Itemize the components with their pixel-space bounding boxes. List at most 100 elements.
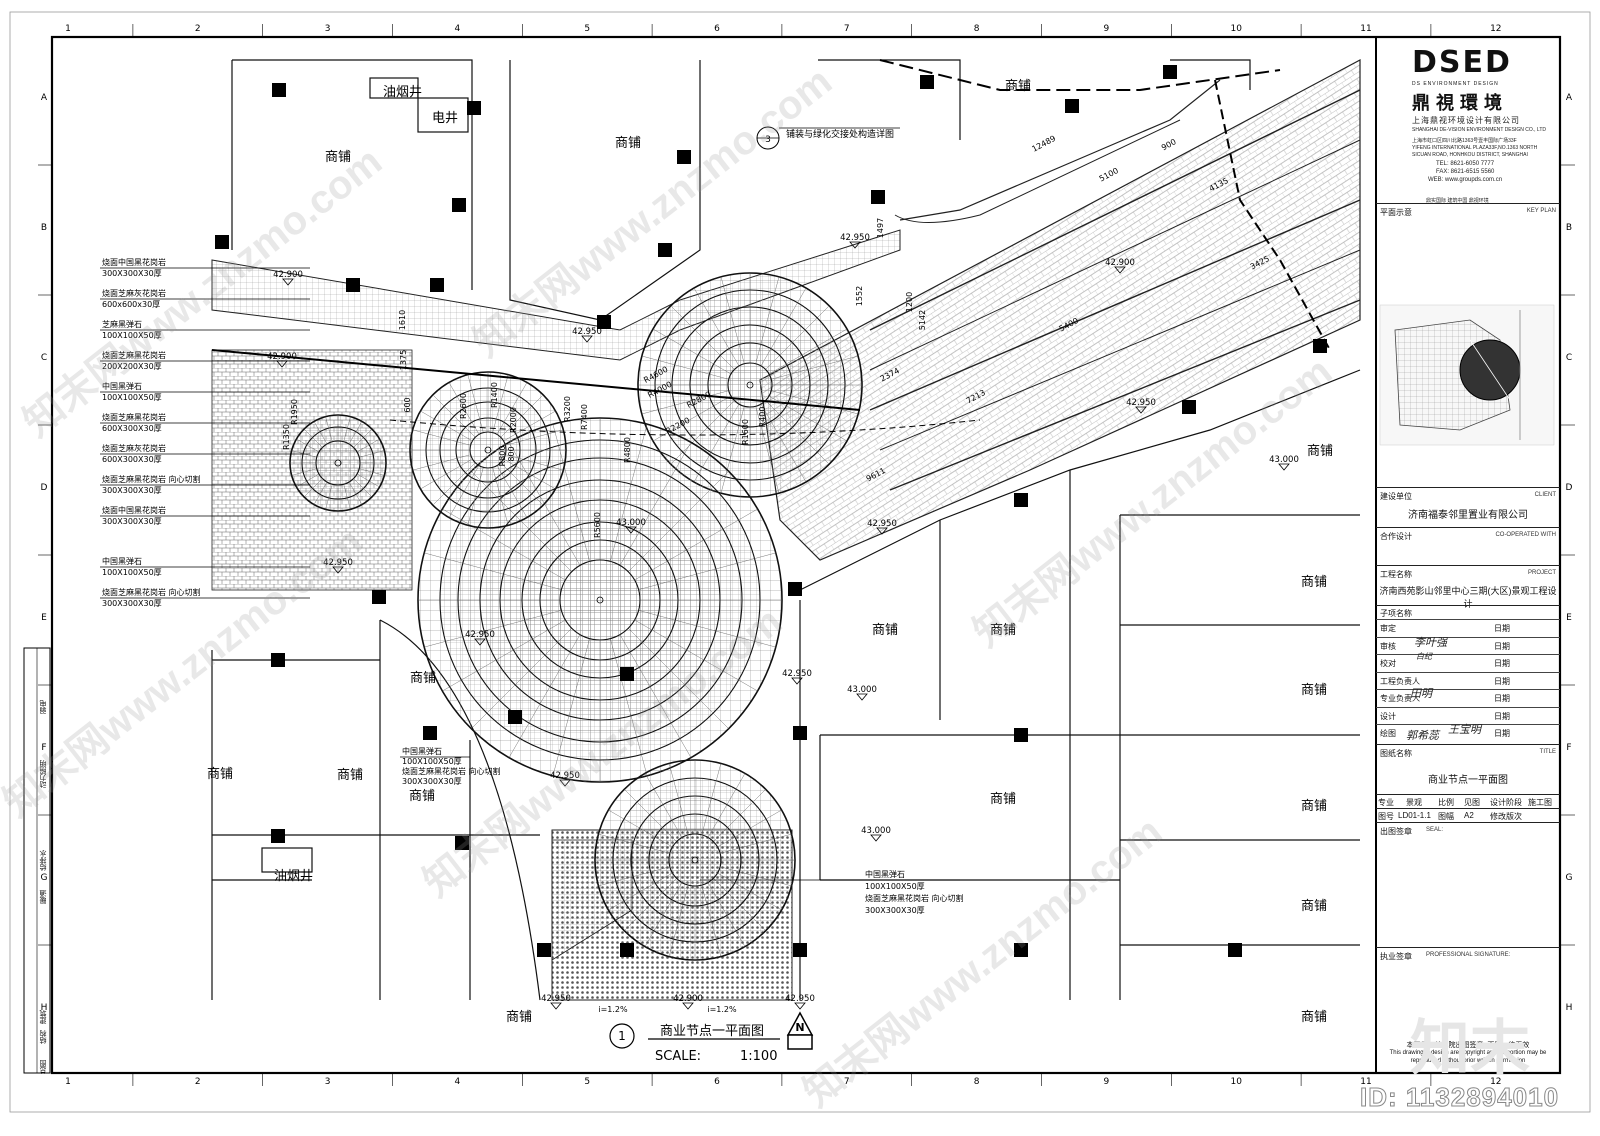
column-13: [1313, 339, 1327, 353]
dimension-18: R400: [758, 407, 767, 428]
key-plan-label-en: KEY PLAN: [1526, 208, 1556, 214]
column-5: [346, 278, 360, 292]
project-label: 工程名称: [1380, 570, 1412, 579]
grid-column-label-7: 7: [844, 24, 850, 34]
approval-role-5: 设计: [1380, 711, 1396, 721]
column-17: [793, 726, 807, 740]
electrical-well-label: 电井: [432, 111, 458, 126]
material-note-0-b: 300X300X30厚: [102, 269, 162, 278]
approval-date-label-3: 日期: [1494, 676, 1510, 686]
logo-wordmark: DSED: [1412, 45, 1512, 80]
dimension-29: 600: [403, 397, 412, 412]
seal-label: 出图签章: [1380, 827, 1412, 836]
elevation-marker-14: [870, 834, 882, 842]
grid-column-label-11: 11: [1360, 24, 1371, 34]
discipline-label-1: 动力照明: [40, 760, 47, 788]
discipline-label-0: 弱电: [40, 700, 47, 714]
dimension-30: 1375: [399, 350, 408, 370]
grid-row-label-right-H: H: [1566, 1003, 1573, 1013]
elevation-17: 42.950: [785, 994, 815, 1004]
column-7: [677, 150, 691, 164]
elevation-marker-15: [550, 1002, 562, 1010]
material-note-7-b: 300X300X30厚: [102, 486, 162, 495]
spec-scale: 见图: [1464, 798, 1480, 807]
spec-stage-label: 设计阶段: [1490, 798, 1522, 807]
material-note-1-b: 600x600x30厚: [102, 300, 160, 309]
dimension-21: R2000: [509, 407, 518, 433]
logo-subtitle: DS ENVIRONMENT DESIGN: [1412, 81, 1499, 87]
dimension-28: R1950: [290, 399, 299, 425]
property-line: [879, 59, 1281, 91]
dimension-1: 900: [1160, 137, 1178, 152]
sheet-size-label: 图幅: [1438, 812, 1454, 821]
building-outlines: [211, 59, 1361, 1001]
elevation-0: 42.950: [840, 233, 870, 243]
column-15: [1014, 493, 1028, 507]
grid-column-label-bottom-5: 5: [584, 1077, 590, 1087]
shop-label-3: 商铺: [1307, 444, 1333, 459]
grid-column-label-bottom-3: 3: [325, 1077, 331, 1087]
grid-row-label-G: G: [41, 873, 48, 883]
grid-column-label-6: 6: [714, 24, 720, 34]
coop-label-en: CO-OPERATED WITH: [1495, 532, 1556, 538]
grid-column-label-bottom-11: 11: [1360, 1077, 1371, 1087]
subitem-label: 子项名称: [1380, 609, 1412, 618]
grid-column-label-9: 9: [1104, 24, 1110, 34]
shop-label-6: 商铺: [990, 623, 1016, 638]
approval-role-2: 校对: [1380, 659, 1396, 668]
material-note-8-b: 300X300X30厚: [102, 517, 162, 526]
dimension-26: R7400: [580, 404, 589, 430]
mid-note-2: 烧面芝麻黑花岗岩 向心切割: [402, 766, 501, 776]
column-10: [1065, 99, 1079, 113]
revision-label: 修改版次: [1490, 812, 1522, 821]
material-note-1-a: 烧面芝麻灰花岗岩: [102, 288, 166, 298]
column-25: [455, 836, 469, 850]
grid-column-label-bottom-1: 1: [65, 1077, 71, 1087]
approval-date-label-5: 日期: [1494, 711, 1510, 721]
discipline-label-2: 给排水: [40, 850, 47, 871]
grid-column-label-12: 12: [1490, 24, 1501, 34]
dimension-20: R1400: [490, 382, 499, 408]
column-28: [793, 943, 807, 957]
column-0: [272, 83, 286, 97]
signature-drafter: 郭希蕊: [1406, 729, 1439, 742]
column-21: [423, 726, 437, 740]
approval-date-label-4: 日期: [1494, 694, 1510, 703]
discipline-label-3: 暖通: [40, 890, 47, 904]
phone-number: TEL: 8621-6050 7777: [1436, 161, 1495, 167]
address-cn: 上海市虹口区四川北路1363号壹丰国际广场33F: [1412, 138, 1517, 144]
shop-label-13: 商铺: [1301, 899, 1327, 914]
company-name-cn: 上海鼎视环境设计有限公司: [1412, 116, 1520, 125]
approval-row-0: 审定日期: [1376, 619, 1560, 637]
address-en-1: YIFENG INTERNATIONAL PLAZA33F,NO.1363 NO…: [1412, 145, 1538, 151]
grid-column-label-bottom-12: 12: [1490, 1077, 1501, 1087]
watermark-brand: 知末: [1410, 1015, 1530, 1082]
elevation-9: 42.950: [323, 558, 353, 568]
grid-column-label-1: 1: [65, 24, 71, 34]
grid-column-label-bottom-8: 8: [974, 1077, 980, 1087]
elevation-7: 43.000: [616, 518, 646, 528]
column-22: [372, 590, 386, 604]
approval-row-2: 校对日期: [1376, 654, 1560, 672]
plaza-small-west: [289, 414, 387, 512]
spec-discipline-label: 专业: [1378, 798, 1394, 807]
caption-title: 商业节点一平面图: [660, 1024, 764, 1039]
dimension-0: 12489: [1030, 134, 1057, 154]
company-name-en: SHANGHAI DE-VISION ENVIRONMENT DESIGN CO…: [1412, 127, 1546, 133]
approval-date-label-6: 日期: [1494, 729, 1510, 738]
grid-row-label-B: B: [41, 223, 47, 233]
number-row: 图号 LD01-1.1 图幅 A2 修改版次: [1376, 808, 1560, 823]
shop-label-1: 商铺: [615, 136, 641, 151]
scale-value: 1:100: [740, 1049, 777, 1064]
elevation-16: 42.900: [673, 994, 703, 1004]
north-label: N: [795, 1021, 804, 1034]
title-label-en: TITLE: [1539, 749, 1556, 755]
address-en-2: SICUAN ROAD, HONHKOU DISTRICT, SHANGHAI: [1412, 152, 1528, 158]
elevation-marker-3: [276, 360, 288, 368]
column-27: [620, 943, 634, 957]
column-12: [1163, 65, 1177, 79]
dimension-6: 1200: [905, 292, 914, 312]
logo-chinese: 鼎視環境: [1412, 93, 1508, 114]
caption-graphic: [609, 1023, 780, 1049]
